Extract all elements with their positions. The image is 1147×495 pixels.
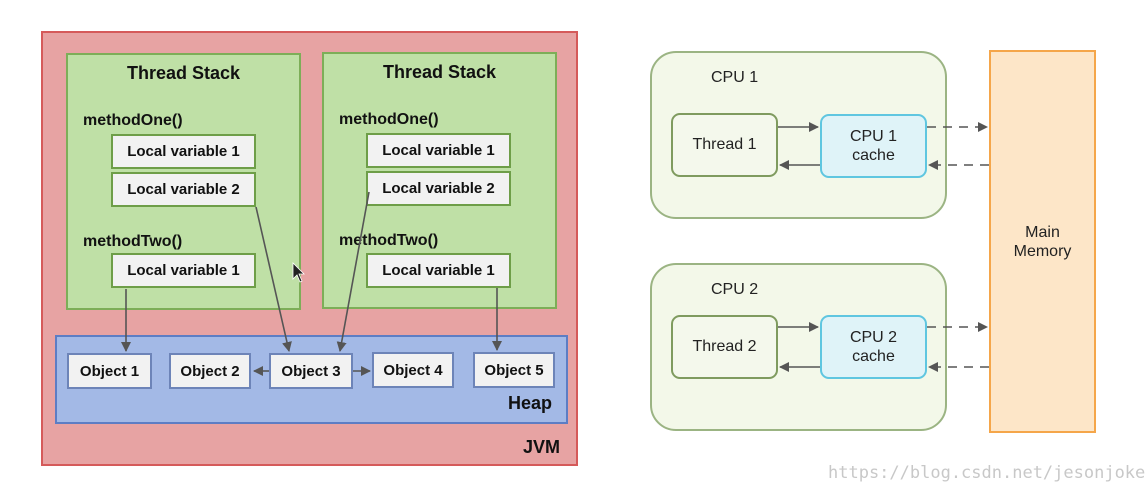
thread-stack-title: Thread Stack [382, 62, 497, 82]
cpu-label: CPU 2 [711, 281, 759, 298]
cpu-cache-box: CPU 1 cache [820, 114, 927, 178]
heap-object: Object 3 [269, 353, 353, 389]
method-two-label: methodTwo() [83, 233, 183, 250]
local-variable-box: Local variable 2 [111, 172, 256, 207]
heap-label: Heap [507, 393, 552, 413]
cache-label-line2: cache [852, 147, 895, 164]
heap-object: Object 4 [372, 352, 454, 388]
local-variable-box: Local variable 1 [366, 253, 511, 288]
local-variable-box: Local variable 2 [366, 171, 511, 206]
method-one-label: methodOne() [83, 112, 183, 129]
local-variable-box: Local variable 1 [366, 133, 511, 168]
main-memory-label-line2: Memory [1013, 242, 1072, 260]
main-memory-box: Main Memory [989, 50, 1096, 433]
thread-box: Thread 1 [671, 113, 778, 177]
cache-label-line1: CPU 2 [849, 329, 898, 346]
local-variable-box: Local variable 1 [111, 134, 256, 169]
thread-box: Thread 2 [671, 315, 778, 379]
heap-object: Object 2 [169, 353, 251, 389]
method-one-label: methodOne() [339, 111, 439, 128]
jvm-label: JVM [522, 437, 560, 457]
local-variable-box: Local variable 1 [111, 253, 256, 288]
watermark-text: https://blog.csdn.net/jesonjoke [828, 463, 1146, 483]
reference-arrow [336, 191, 370, 352]
cpu-cache-box: CPU 2 cache [820, 315, 927, 379]
main-memory-label-line1: Main [1025, 223, 1060, 241]
thread-stack-title: Thread Stack [126, 63, 241, 83]
heap-object: Object 5 [473, 352, 555, 388]
heap-object: Object 1 [67, 353, 152, 389]
reference-arrow [255, 206, 292, 352]
mouse-cursor-icon [292, 262, 305, 283]
thread-stack-1: Thread Stack methodOne() methodTwo() [66, 53, 301, 310]
cache-label-line2: cache [852, 348, 895, 365]
method-two-label: methodTwo() [339, 232, 439, 249]
cpu-label: CPU 1 [711, 69, 759, 86]
cache-label-line1: CPU 1 [849, 128, 898, 145]
